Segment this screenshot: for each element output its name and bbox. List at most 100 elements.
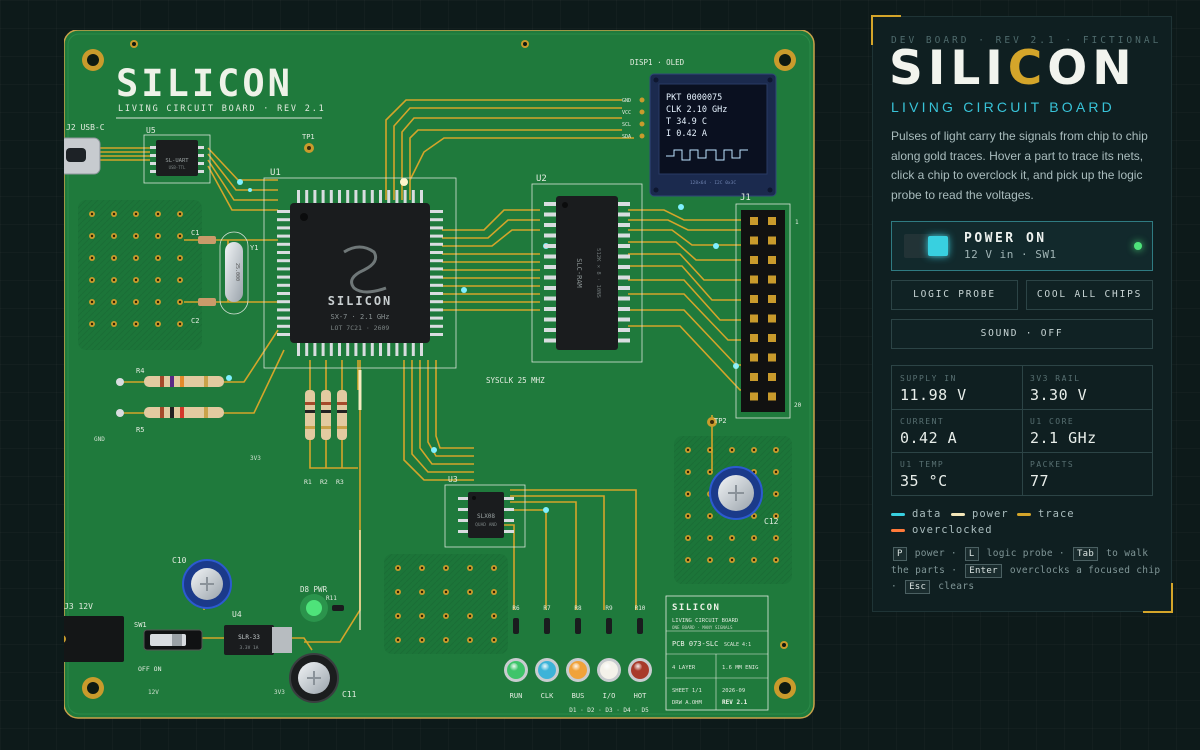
readout-label: CURRENT bbox=[900, 417, 945, 426]
u1-chip-name: SILICON bbox=[328, 294, 393, 308]
sound-button[interactable]: SOUND · OFF bbox=[891, 319, 1153, 349]
power-status-led bbox=[1134, 242, 1142, 250]
power-toggle[interactable] bbox=[904, 234, 950, 258]
readout-value: 3.30 V bbox=[1030, 386, 1088, 404]
label-tp1: TP1 bbox=[302, 133, 315, 141]
label-r5: R5 bbox=[136, 426, 144, 434]
titleblock-name: SILICON bbox=[672, 603, 720, 613]
power-switch-sw1[interactable] bbox=[143, 629, 203, 651]
label-j2: J2 USB-C bbox=[66, 123, 105, 132]
oled-temp: T 34.9 C bbox=[666, 117, 707, 127]
label-r4: R4 bbox=[136, 367, 144, 375]
switch-off-on-label: OFF ON bbox=[138, 665, 162, 673]
titleblock-date: 2026-09 bbox=[722, 688, 745, 694]
oled-footer: 128×64 · I2C 0x3C bbox=[690, 180, 736, 186]
logic-probe-button[interactable]: LOGIC PROBE bbox=[891, 280, 1018, 310]
kbd-tab: Tab bbox=[1072, 547, 1099, 561]
barrel-jack-j3[interactable] bbox=[64, 616, 124, 662]
label-gnd: GND bbox=[94, 436, 105, 443]
j1-pin20-label: 20 bbox=[794, 402, 802, 409]
board-canvas: SILICON LIVING CIRCUIT BOARD · REV 2.1 J… bbox=[64, 30, 815, 719]
chip-u2-ram[interactable]: SLC-RAM 512K × 8 · 10NS bbox=[556, 196, 618, 350]
title-part-c: ON bbox=[1047, 41, 1137, 96]
label-r9: R9 bbox=[605, 605, 613, 612]
u2-chip-label: SLC-RAM bbox=[575, 258, 583, 288]
pin-header-j1[interactable] bbox=[741, 210, 785, 412]
capacitor-c2[interactable] bbox=[198, 298, 216, 306]
crystal-y1[interactable]: 25.000 bbox=[219, 231, 249, 315]
label-j1: J1 bbox=[740, 193, 751, 203]
kbd-l: L bbox=[964, 547, 979, 561]
readout-packets: PACKETS 77 bbox=[1022, 452, 1152, 495]
chip-u5[interactable]: SL-UART USB-TTL bbox=[156, 140, 198, 176]
label-r2: R2 bbox=[320, 478, 328, 486]
u5-chip-label: SL-UART bbox=[165, 158, 189, 164]
label-c11: C11 bbox=[342, 690, 357, 699]
title-part-a: SILI bbox=[889, 41, 1008, 96]
crystal-value: 25.000 bbox=[234, 263, 240, 281]
title-part-b: C bbox=[1007, 41, 1048, 96]
u4-chip-label: SLR-33 bbox=[238, 634, 260, 641]
capacitor-c1[interactable] bbox=[198, 236, 216, 244]
oled-pin-vcc: VCC bbox=[622, 110, 631, 116]
readout-value: 35 °C bbox=[900, 472, 948, 490]
panel-title: SILICON bbox=[889, 41, 1137, 96]
keyboard-shortcuts: P power · L logic probe · Tab to walk th… bbox=[891, 546, 1161, 596]
resistor-r4[interactable] bbox=[144, 376, 224, 387]
power-button[interactable]: POWER ON 12 V in · SW1 bbox=[891, 221, 1153, 271]
capacitor-c12[interactable] bbox=[709, 466, 763, 520]
resistor-r5[interactable] bbox=[144, 407, 224, 418]
circuit-board: SILICON LIVING CIRCUIT BOARD · REV 2.1 J… bbox=[64, 30, 816, 720]
oled-display[interactable]: PKT 0000075 CLK 2.10 GHz T 34.9 C I 0.42… bbox=[649, 73, 777, 197]
readout-label: PACKETS bbox=[1030, 460, 1075, 469]
shortcut-text: to walk the parts · bbox=[891, 548, 1149, 576]
led-label: HOT bbox=[634, 692, 647, 700]
label-3v3-a: 3V3 bbox=[250, 455, 261, 462]
label-r11: R11 bbox=[326, 595, 337, 602]
capacitor-c11[interactable] bbox=[289, 653, 339, 703]
u2-chip-sub: 512K × 8 · 10NS bbox=[595, 248, 601, 298]
title-block: SILICON LIVING CIRCUIT BOARD ONE BOARD ·… bbox=[665, 595, 769, 711]
label-sysclk: SYSCLK 25 MHZ bbox=[486, 376, 545, 385]
side-panel: DEV BOARD · REV 2.1 · FICTIONAL SILICON … bbox=[871, 15, 1173, 613]
board-brand: SILICON bbox=[116, 62, 293, 105]
chip-u3-logic[interactable]: SLX08 QUAD AND bbox=[468, 492, 504, 538]
readout-value: 0.42 A bbox=[900, 429, 958, 447]
legend-data: data bbox=[891, 508, 941, 520]
readout-supply: SUPPLY IN 11.98 V bbox=[892, 366, 1022, 409]
titleblock-line1: LIVING CIRCUIT BOARD bbox=[672, 618, 738, 624]
oled-clock: CLK 2.10 GHz bbox=[666, 105, 727, 115]
label-sw1: SW1 bbox=[134, 621, 147, 629]
u1-chip-lot: LOT 7C21 · 2609 bbox=[331, 324, 390, 332]
regulator-u4[interactable]: SLR-33 3.3V 1A bbox=[224, 625, 292, 655]
proto-pad-grid-left bbox=[78, 200, 202, 350]
u4-chip-sub: 3.3V 1A bbox=[240, 645, 259, 651]
titleblock-pcb: PCB 073-SLC bbox=[672, 640, 718, 648]
titleblock-scale: SCALE 4:1 bbox=[724, 642, 751, 648]
label-r7: R7 bbox=[543, 605, 551, 612]
readout-temp: U1 TEMP 35 °C bbox=[892, 452, 1022, 495]
readout-3v3: 3V3 RAIL 3.30 V bbox=[1022, 366, 1152, 409]
label-d8: D8 PWR bbox=[300, 585, 328, 594]
label-c1: C1 bbox=[191, 229, 199, 237]
mounting-holes bbox=[82, 40, 796, 699]
usb-c-connector[interactable] bbox=[64, 137, 101, 175]
resistor-array-r1-r3[interactable] bbox=[305, 390, 347, 440]
legend-label: power bbox=[972, 508, 1009, 520]
u1-chip-spec: SX-7 · 2.1 GHz bbox=[330, 313, 389, 321]
shortcut-text: power · bbox=[914, 548, 957, 559]
label-3v3-b: 3V3 bbox=[274, 689, 285, 696]
label-u1: U1 bbox=[270, 168, 281, 178]
titleblock-sheet: SHEET 1/1 bbox=[672, 688, 702, 694]
readout-value: 77 bbox=[1030, 472, 1050, 490]
chip-u1-cpu[interactable]: SILICON SX-7 · 2.1 GHz LOT 7C21 · 2609 bbox=[290, 203, 430, 343]
u3-chip-sub: QUAD AND bbox=[475, 522, 497, 528]
shortcut-text: logic probe · bbox=[986, 548, 1065, 559]
cool-chips-button[interactable]: COOL ALL CHIPS bbox=[1026, 280, 1153, 310]
label-y1: Y1 bbox=[250, 244, 258, 252]
legend-overclocked: overclocked bbox=[891, 524, 993, 536]
capacitor-c10[interactable] bbox=[182, 559, 232, 609]
proto-pad-grid-bottom bbox=[384, 554, 508, 654]
label-j3: J3 12V bbox=[64, 602, 93, 611]
led-refs: D1 · D2 · D3 · D4 · D5 bbox=[569, 707, 649, 714]
